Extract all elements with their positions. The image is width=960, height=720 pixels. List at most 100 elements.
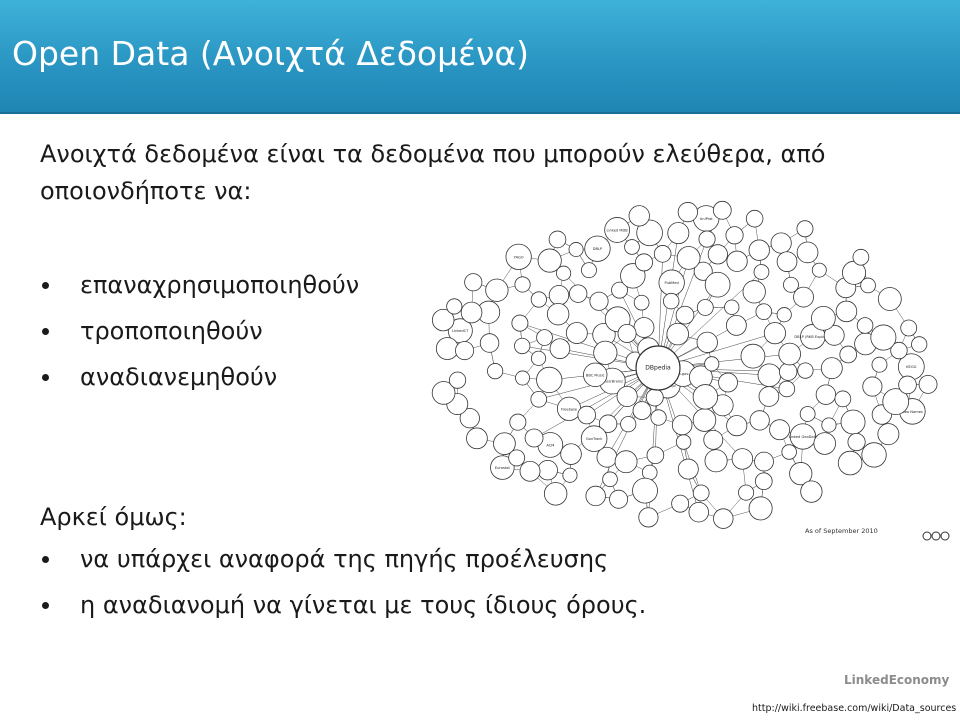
graph-node — [834, 390, 852, 408]
graph-node — [530, 291, 547, 308]
graph-node — [776, 307, 792, 323]
graph-node-label: DBpedia — [645, 365, 671, 372]
permissions-list: επαναχρησιμοποιηθούν τροποποιηθούν αναδι… — [40, 268, 359, 406]
graph-node — [726, 250, 748, 272]
graph-node — [633, 294, 650, 311]
graph-node — [628, 205, 650, 227]
graph-node — [692, 408, 717, 432]
graph-node — [778, 362, 798, 381]
graph-node-label: ACM — [546, 443, 554, 447]
graph-node — [820, 357, 843, 380]
graph-node — [675, 434, 692, 450]
graph-node-label: DBLP (RKB Explorer) — [794, 335, 831, 339]
graph-node — [515, 370, 530, 386]
graph-node — [918, 374, 938, 394]
creative-commons-icon — [922, 526, 950, 545]
graph-node — [530, 391, 548, 408]
graph-node — [696, 331, 718, 353]
graph-node — [645, 388, 664, 407]
graph-node — [821, 417, 837, 433]
graph-node — [577, 405, 596, 425]
graph-node — [713, 508, 734, 529]
graph-node — [466, 427, 488, 450]
conditions-list: να υπάρχει αναφορά της πηγής προέλευσης … — [40, 542, 646, 634]
graph-node — [548, 230, 567, 249]
graph-node — [755, 303, 773, 320]
graph-node — [650, 409, 667, 426]
permission-text: αναδιανεμηθούν — [80, 363, 278, 391]
source-link[interactable]: http://wiki.freebase.com/wiki/Data_sourc… — [752, 703, 957, 714]
graph-node — [616, 385, 638, 408]
graph-node — [455, 341, 475, 361]
graph-node — [718, 372, 738, 393]
graph-node — [568, 284, 588, 303]
graph-node — [898, 375, 917, 395]
graph-node — [549, 338, 571, 359]
graph-node — [856, 317, 874, 334]
graph-node — [632, 401, 652, 420]
graph-node — [742, 280, 766, 304]
condition-text: να υπάρχει αναφορά της πηγής προέλευσης — [80, 545, 609, 573]
graph-node — [580, 425, 608, 452]
graph-node — [464, 273, 483, 292]
graph-node — [568, 242, 584, 258]
graph-node — [676, 246, 701, 270]
graph-node — [796, 220, 814, 238]
graph-node — [617, 324, 637, 343]
graph-node — [536, 366, 563, 394]
graph-node — [505, 243, 532, 270]
graph-node — [769, 419, 791, 441]
permission-text: τροποποιηθούν — [80, 317, 263, 345]
graph-node — [783, 276, 799, 293]
bullet-icon — [42, 556, 49, 563]
graph-node — [584, 235, 611, 262]
graph-node — [556, 265, 572, 281]
graph-node — [890, 341, 908, 360]
figure-date-caption: As of September 2010 — [805, 527, 878, 535]
graph-node — [712, 200, 732, 220]
graph-node — [460, 301, 483, 324]
graph-node — [593, 340, 618, 365]
graph-node — [448, 371, 467, 389]
graph-node — [633, 317, 655, 338]
graph-node — [811, 262, 827, 278]
graph-node — [731, 448, 754, 470]
graph-node — [562, 467, 578, 483]
graph-node — [431, 381, 456, 405]
graph-node — [509, 413, 527, 431]
permission-item: επαναχρησιμοποιηθούν — [40, 268, 359, 314]
graph-node — [748, 239, 770, 261]
graph-node-label: Geo Names — [902, 410, 923, 414]
graph-node — [543, 482, 568, 506]
graph-node — [666, 322, 689, 346]
graph-node — [485, 278, 509, 302]
graph-node — [493, 432, 516, 456]
graph-node — [862, 376, 883, 397]
graph-node — [882, 388, 910, 415]
graph-edge — [533, 367, 659, 439]
graph-node — [693, 261, 713, 281]
graph-node — [778, 380, 796, 398]
graph-node — [778, 342, 801, 366]
graph-node — [675, 305, 695, 325]
graph-node — [749, 410, 770, 431]
graph-node — [459, 408, 480, 429]
condition-item: η αναδιανομή να γίνεται με τους ίδιους ό… — [40, 588, 646, 634]
graph-hub-node — [635, 345, 681, 391]
graph-node — [431, 308, 455, 332]
graph-node — [703, 429, 724, 450]
graph-node — [641, 464, 658, 481]
graph-node-label: Eurostat — [495, 466, 511, 470]
graph-node-label: Linked MDB — [607, 228, 629, 232]
graph-node — [813, 432, 836, 455]
graph-node — [620, 416, 637, 433]
graph-node — [435, 337, 459, 360]
graph-node — [781, 444, 797, 460]
graph-node — [860, 277, 876, 294]
graph-node — [877, 423, 900, 446]
graph-node — [811, 305, 836, 331]
graph-node — [745, 209, 764, 228]
graph-node-label: data.gov.uk — [673, 372, 695, 376]
graph-node — [667, 222, 690, 245]
